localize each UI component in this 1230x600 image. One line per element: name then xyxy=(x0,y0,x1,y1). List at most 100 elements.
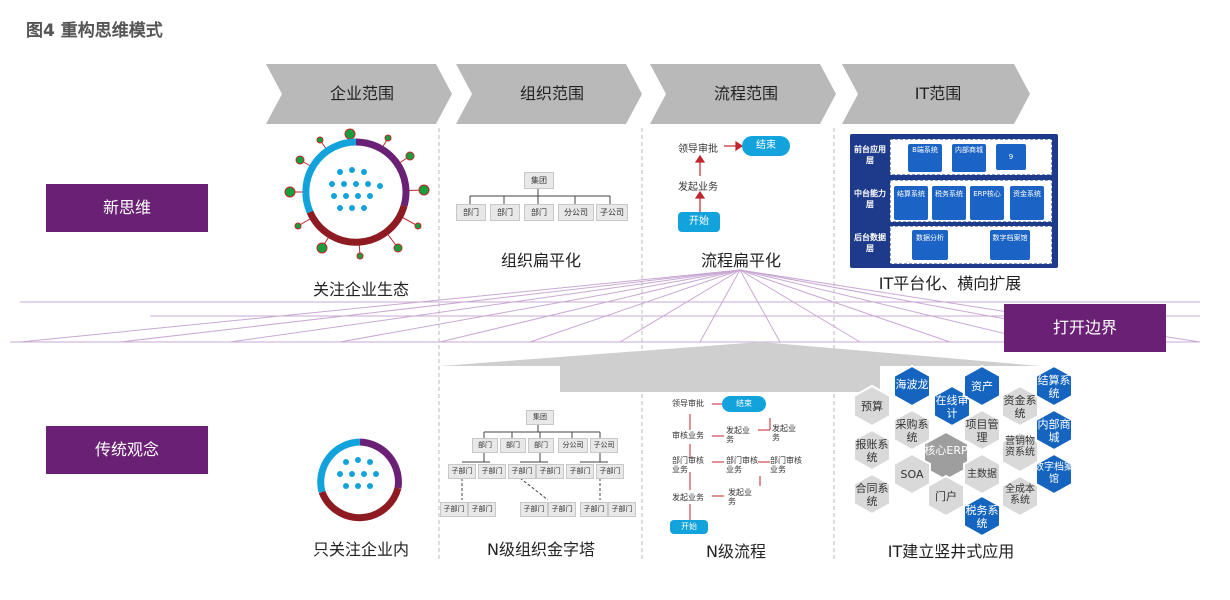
process-flat-start-business: 发起业务 xyxy=(678,182,718,193)
it-module: 结算系统 xyxy=(894,186,928,220)
org-pyramid-lines xyxy=(461,424,608,501)
ecosystem-graphic xyxy=(284,128,430,260)
chevron-organization xyxy=(456,64,642,124)
org-pyramid-l2: 子部门 xyxy=(536,464,564,479)
org-pyramid-l3: 子部门 xyxy=(520,502,548,517)
it-module: B端系统 xyxy=(908,144,942,172)
process-n-start: 开始 xyxy=(670,520,708,534)
it-module: 9 xyxy=(996,144,1026,170)
caption-process-flat: 流程扁平化 xyxy=(700,251,781,270)
caption-org-flat: 组织扁平化 xyxy=(500,251,581,270)
row-label-traditional: 传统观念 xyxy=(46,426,208,474)
hex-label: 报账系统 xyxy=(855,438,889,464)
it-module: 资金系统 xyxy=(1010,186,1044,220)
it-module: 内部商城 xyxy=(952,144,986,172)
hex-label: 结算系统 xyxy=(1037,374,1071,400)
org-pyramid-l1: 部门 xyxy=(472,438,498,453)
hex-label: 在线审计 xyxy=(935,394,969,420)
hex-label: 全成本系统 xyxy=(1005,484,1035,506)
hex-label: SOA xyxy=(900,468,924,481)
caption-ecosystem: 关注企业生态 xyxy=(312,280,409,299)
it-layer-middle: 中台能力层 xyxy=(854,189,886,209)
enterprise-internal-graphic xyxy=(317,438,402,522)
figure-title: 图4 重构思维模式 xyxy=(26,21,163,41)
process-n-end: 结束 xyxy=(722,396,766,412)
hex-honeycomb xyxy=(853,364,1073,538)
ecosystem-dots xyxy=(329,167,383,211)
process-n-review: 审核业务 xyxy=(672,431,704,440)
org-pyramid-l1: 部门 xyxy=(528,438,554,453)
fan-lines xyxy=(19,269,1201,343)
org-pyramid-l3: 子部门 xyxy=(580,502,608,517)
hex-label: 门户 xyxy=(935,490,957,503)
process-flat-start: 开始 xyxy=(678,212,720,232)
hex-label: 合同系统 xyxy=(855,482,889,508)
process-n-approve: 领导审批 xyxy=(672,399,704,408)
chevron-process xyxy=(650,64,836,124)
org-flat-node: 部门 xyxy=(456,204,486,221)
org-pyramid-l1: 部门 xyxy=(500,438,526,453)
process-n-step: 发起业务 xyxy=(726,426,750,444)
caption-enterprise-internal: 只关注企业内 xyxy=(312,540,409,559)
org-flat-node: 子公司 xyxy=(596,204,628,221)
it-layer-front: 前台应用层 xyxy=(854,145,886,165)
hex-label: 税务系统 xyxy=(965,504,999,530)
caption-org-pyramid: N级组织金字塔 xyxy=(487,540,595,559)
org-pyramid-l3: 子部门 xyxy=(440,502,468,517)
process-flat-approve: 领导审批 xyxy=(678,144,718,155)
org-pyramid-l2: 子部门 xyxy=(508,464,536,479)
process-flat-end: 结束 xyxy=(742,136,790,156)
it-module: 数据分析 xyxy=(912,230,948,260)
org-flat-lines xyxy=(469,188,611,204)
chevron-enterprise xyxy=(266,64,452,124)
org-pyramid-l1: 分公司 xyxy=(558,438,588,453)
process-flat-arrows xyxy=(694,140,744,212)
header-enterprise-scope: 企业范围 xyxy=(329,84,394,103)
org-flat-root: 集团 xyxy=(524,172,554,189)
hex-label: 主数据 xyxy=(967,469,997,480)
header-organization-scope: 组织范围 xyxy=(519,84,584,103)
org-flat-node: 部门 xyxy=(524,204,554,221)
chevron-it xyxy=(842,64,1030,124)
hex-label: 营销物资系统 xyxy=(1005,436,1035,458)
org-pyramid-l2: 子部门 xyxy=(478,464,506,479)
header-it-scope: IT范围 xyxy=(914,84,962,103)
org-pyramid-l2: 子部门 xyxy=(448,464,476,479)
process-n-step: 部门审核业务 xyxy=(726,456,758,474)
process-n-start-business: 发起业务 xyxy=(672,493,704,502)
org-flat-node: 分公司 xyxy=(558,204,594,221)
it-module: ERP核心 xyxy=(970,186,1004,220)
hex-label: 资金系统 xyxy=(1003,394,1037,420)
header-process-scope: 流程范围 xyxy=(713,84,778,103)
org-flat-node: 部门 xyxy=(490,204,520,221)
hex-label: 资产 xyxy=(971,380,993,393)
process-n-step: 发起业务 xyxy=(772,424,796,442)
org-pyramid-l3: 子部门 xyxy=(608,502,636,517)
it-module: 数字档案馆 xyxy=(990,230,1030,260)
it-layer-back: 后台数据层 xyxy=(854,233,886,253)
hex-label: 预算 xyxy=(861,400,883,413)
hex-label: 数字档案馆 xyxy=(1034,462,1074,485)
hex-label: 内部商城 xyxy=(1037,418,1071,444)
org-pyramid-l1: 子公司 xyxy=(590,438,618,453)
caption-process-n: N级流程 xyxy=(706,542,766,561)
process-n-step: 部门审核业务 xyxy=(770,456,802,474)
hex-label: 海波龙 xyxy=(895,378,929,391)
open-boundary-box: 打开边界 xyxy=(1004,304,1166,352)
process-n-dept-review: 部门审核业务 xyxy=(672,456,704,474)
row-label-new-thinking: 新思维 xyxy=(46,184,208,232)
caption-it-platform: IT平台化、横向扩展 xyxy=(878,274,1022,293)
upward-arrow xyxy=(440,342,1040,392)
hex-label: 项目管理 xyxy=(965,418,999,444)
hex-label: 核心ERP xyxy=(924,444,968,457)
org-pyramid-l2: 子部门 xyxy=(596,464,624,479)
it-module: 税务系统 xyxy=(932,186,966,220)
hex-label: 采购系统 xyxy=(895,418,929,444)
org-pyramid-l3: 子部门 xyxy=(548,502,576,517)
process-n-arrows xyxy=(689,403,771,520)
org-pyramid-l3: 子部门 xyxy=(468,502,496,517)
org-pyramid-root: 集团 xyxy=(526,410,554,425)
org-pyramid-l2: 子部门 xyxy=(566,464,594,479)
process-n-step: 发起业务 xyxy=(728,488,752,506)
caption-it-silo: IT建立竖井式应用 xyxy=(887,542,1015,561)
